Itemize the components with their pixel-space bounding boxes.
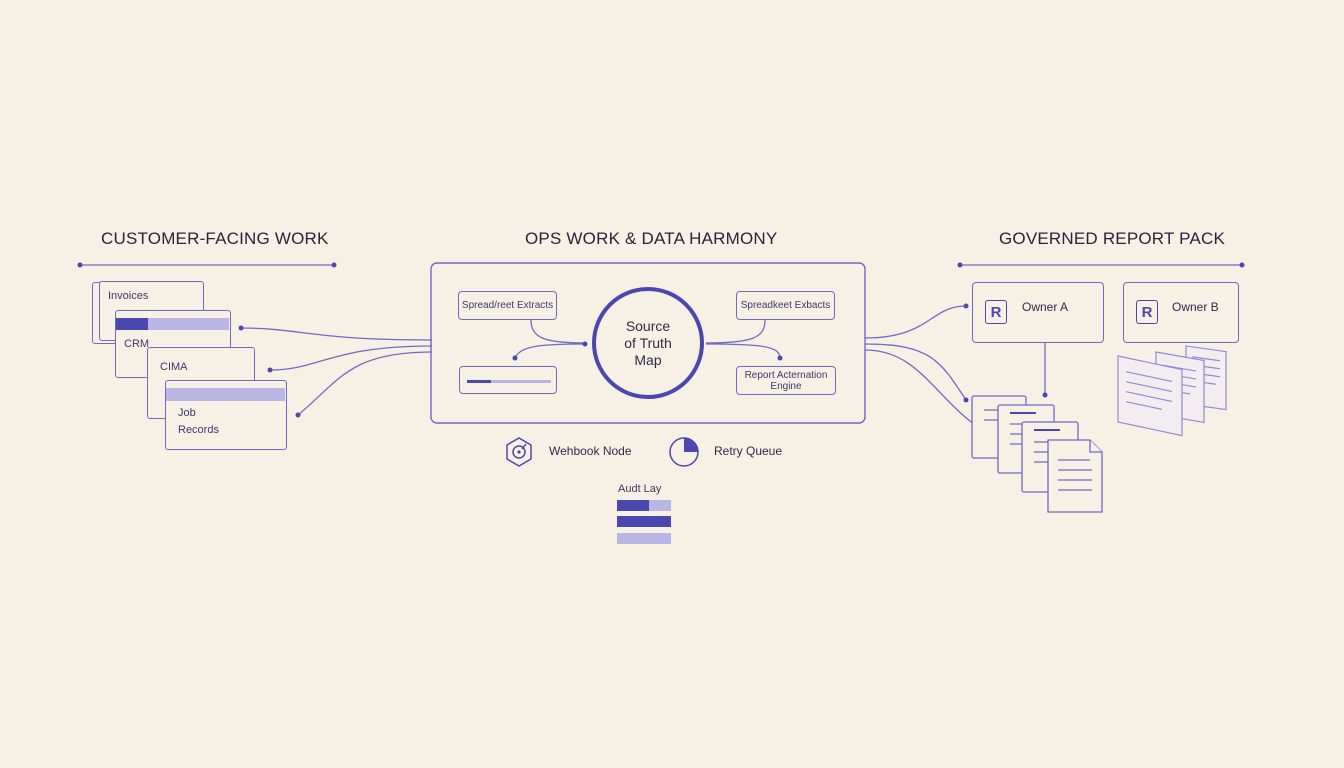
- connector-cima: [269, 345, 433, 371]
- progress-fill: [467, 380, 491, 383]
- underline-dot: [957, 262, 963, 268]
- owner-b-label: Owner B: [1172, 300, 1219, 314]
- spreadsheet-extracts-left: Spread/reet Extracts: [458, 291, 557, 320]
- spreadsheet-extracts-right: Spreadkeet Exbacts: [736, 291, 835, 320]
- connector-extract-right: [705, 319, 766, 344]
- crm-header-accent: [116, 318, 148, 330]
- connector-crm: [240, 327, 433, 341]
- job-records-header-bar: [166, 388, 285, 401]
- document-stack-icon: [971, 395, 1103, 513]
- audit-log-icon: [617, 500, 671, 544]
- section-heading-ops: OPS WORK & DATA HARMONY: [525, 229, 778, 248]
- connector-progress: [514, 343, 586, 359]
- connector-owner-a: [864, 305, 967, 339]
- connector-dot: [267, 367, 273, 373]
- connector-dot: [963, 303, 969, 309]
- connector-dot: [777, 355, 783, 361]
- progress-track: [467, 380, 551, 383]
- owner-b-card: R Owner B: [1123, 282, 1239, 343]
- cima-label: CIMA: [160, 361, 188, 373]
- owner-a-card: R Owner A: [972, 282, 1104, 343]
- connector-dot: [1042, 392, 1048, 398]
- invoices-label: Invoices: [108, 290, 149, 302]
- owner-a-badge: R: [985, 300, 1007, 324]
- connector-dot: [582, 341, 588, 347]
- retry-queue-label: Retry Queue: [714, 444, 783, 458]
- engine-label-1: Report Acternation: [744, 369, 828, 381]
- job-records-label-2: Records: [178, 424, 219, 436]
- progress-box: [459, 366, 557, 394]
- connector-dot: [512, 355, 518, 361]
- connector-engine: [705, 343, 781, 359]
- underline-dot: [77, 262, 83, 268]
- audit-log-label: Audt Lay: [618, 483, 662, 495]
- owner-a-label: Owner A: [1022, 300, 1069, 314]
- connector-dot: [295, 412, 301, 418]
- connector-extract-left: [530, 319, 586, 344]
- webhook-node-label: Wehbook Node: [549, 444, 632, 458]
- report-automation-engine: Report Acternation Engine: [736, 366, 836, 395]
- connector-doc-1: [864, 343, 967, 401]
- underline-dot: [331, 262, 337, 268]
- connector-dot: [963, 397, 969, 403]
- section-heading-customer: CUSTOMER-FACING WORK: [101, 229, 329, 248]
- retry-queue-icon: [669, 437, 699, 467]
- source-of-truth-label: Source of Truth Map: [624, 318, 672, 368]
- connector-doc-2: [864, 349, 986, 433]
- report-sheets-icon: [1117, 345, 1227, 437]
- section-heading-report: GOVERNED REPORT PACK: [999, 229, 1225, 248]
- job-records-card: Job Records: [165, 380, 287, 450]
- hub-container: [430, 262, 866, 424]
- underline-dot: [1239, 262, 1245, 268]
- engine-label-2: Engine: [770, 380, 802, 392]
- crm-label: CRM: [124, 338, 150, 350]
- webhook-icon: [506, 437, 532, 467]
- job-records-label-1: Job: [178, 407, 196, 419]
- source-of-truth-circle: [592, 287, 704, 399]
- owner-b-badge: R: [1136, 300, 1158, 324]
- connector-job-records: [297, 351, 433, 416]
- connector-dot: [238, 325, 244, 331]
